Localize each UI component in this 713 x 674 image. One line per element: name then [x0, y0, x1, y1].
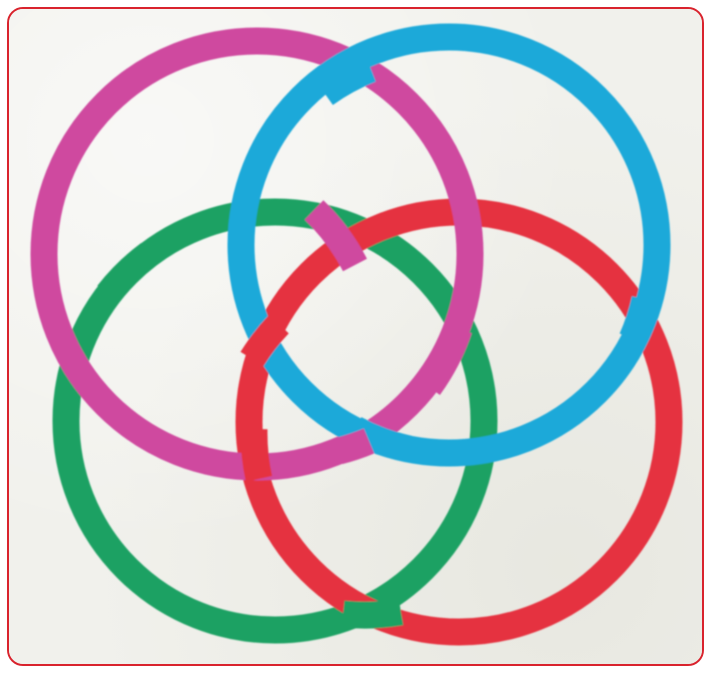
green-ring-over-segment-bottom — [343, 612, 401, 615]
image-frame — [7, 7, 704, 666]
red-ring-over-segment-lower — [254, 429, 259, 479]
interlocking-rings-diagram — [9, 9, 704, 666]
magenta-ring-over-segment-lower — [339, 441, 369, 451]
cyan-ring-over-segment-right — [632, 299, 645, 339]
green-ring-over-segment-left — [108, 254, 149, 294]
magenta-ring-over-segment-center — [429, 329, 459, 387]
